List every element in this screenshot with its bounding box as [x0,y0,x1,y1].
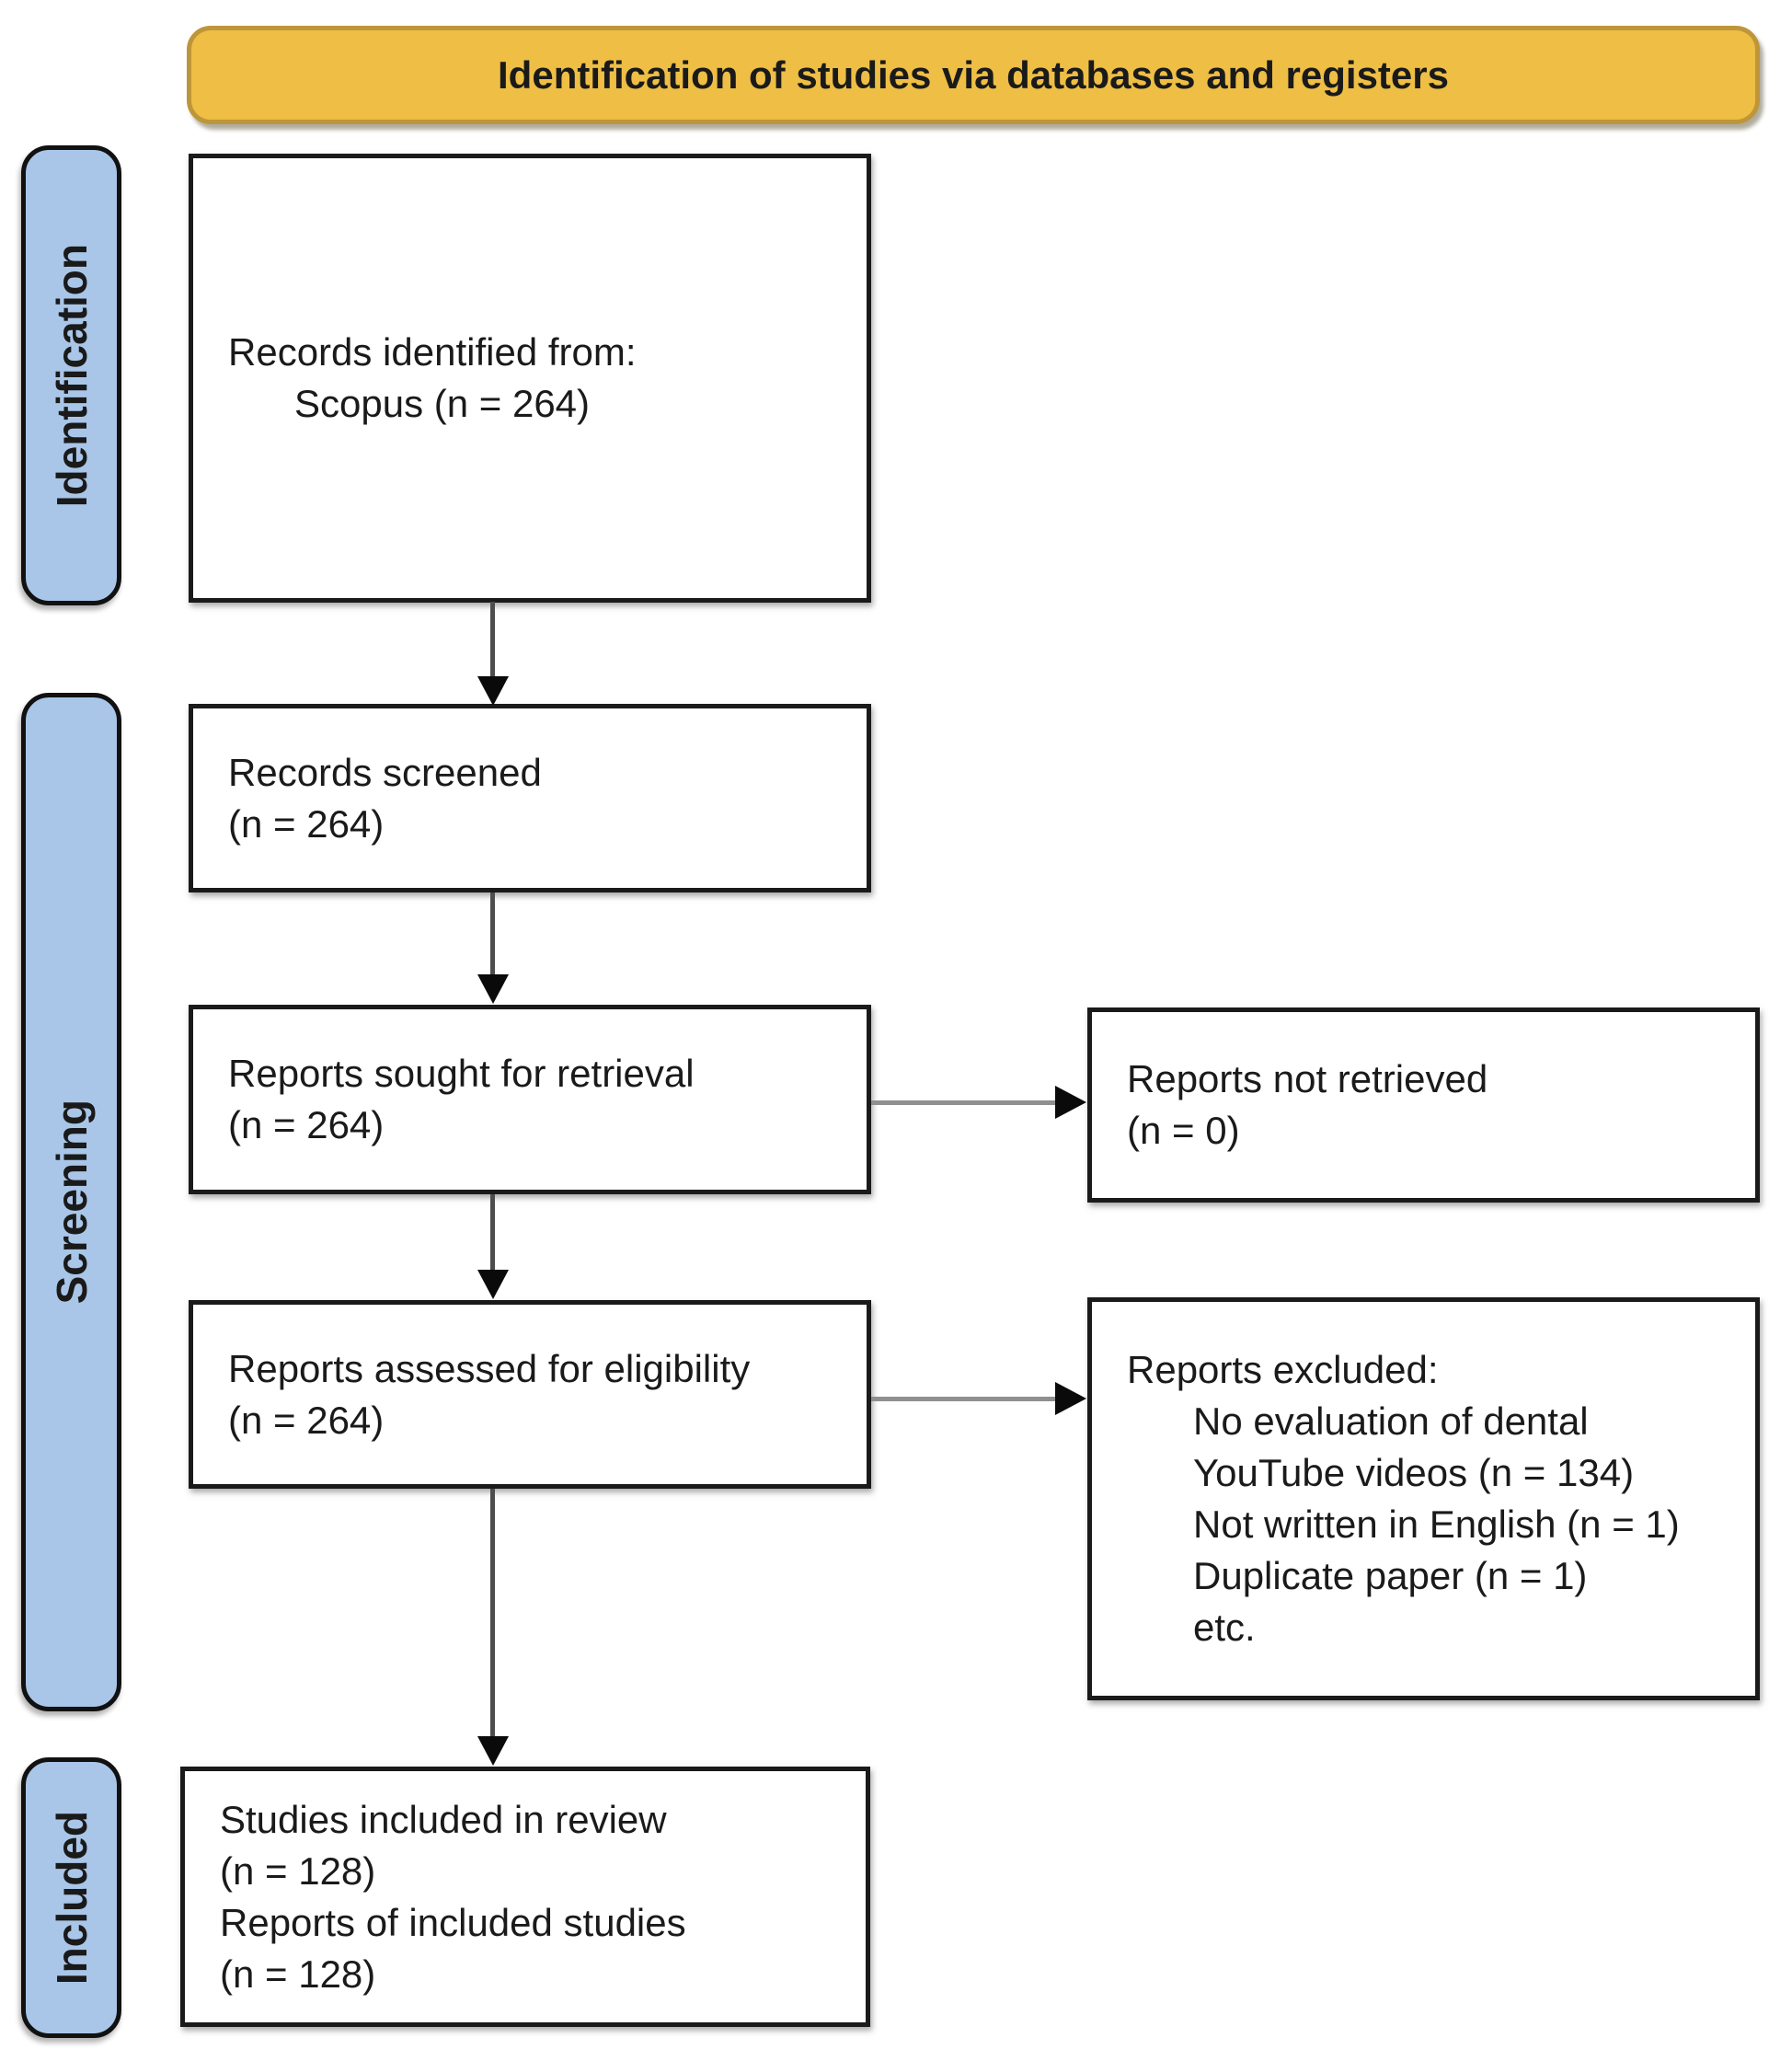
box-studies-included: Studies included in review (n = 128) Rep… [180,1767,870,2027]
box-text-line: YouTube videos (n = 134) [1193,1451,1635,1494]
box-text-line: Reports excluded: [1127,1348,1439,1391]
banner: Identification of studies via databases … [187,26,1760,124]
box-text-line: Not written in English (n = 1) [1193,1503,1680,1546]
box-text-line: (n = 264) [228,1103,385,1146]
box-text-line: Reports sought for retrieval [228,1052,695,1095]
arrow-screened-to-sought-shaft [490,892,495,975]
stage-label-identification: Identification [21,145,121,605]
stage-label-text: Identification [47,243,96,508]
banner-title: Identification of studies via databases … [498,52,1449,97]
box-text-line: etc. [1193,1606,1256,1649]
box-text-line: Records identified from: [228,330,637,374]
box-text-line: Reports assessed for eligibility [228,1346,751,1390]
arrow-sought-to-assessed-head [477,1270,509,1299]
box-reports-not-retrieved: Reports not retrieved (n = 0) [1087,1007,1760,1203]
box-text-line: Reports of included studies [220,1900,686,1944]
box-text-line: (n = 128) [220,1848,376,1893]
box-text-line: Studies included in review [220,1797,667,1841]
arrow-identified-to-screened-head [477,676,509,706]
arrow-assessed-to-included-shaft [490,1489,495,1738]
box-reports-sought: Reports sought for retrieval (n = 264) [189,1005,871,1194]
box-text-line: (n = 128) [220,1952,376,1996]
box-reports-excluded: Reports excluded: No evaluation of denta… [1087,1297,1760,1700]
arrow-assessed-to-excluded-shaft [871,1397,1056,1401]
box-text-line: Duplicate paper (n = 1) [1193,1554,1588,1597]
arrow-assessed-to-included-head [477,1736,509,1766]
stage-label-included: Included [21,1757,121,2038]
arrow-sought-to-assessed-shaft [490,1194,495,1272]
stage-label-text: Screening [47,1100,96,1305]
box-text-line: Scopus (n = 264) [294,382,591,425]
box-text-line: Reports not retrieved [1127,1057,1488,1100]
stage-label-screening: Screening [21,693,121,1711]
arrow-sought-to-not-retrieved-shaft [871,1100,1056,1105]
arrow-screened-to-sought-head [477,974,509,1004]
box-text-line: Records screened [228,750,542,794]
box-text-line: (n = 0) [1127,1109,1240,1152]
box-text-line: (n = 264) [228,1398,385,1442]
arrow-sought-to-not-retrieved-head [1055,1086,1086,1119]
box-reports-assessed: Reports assessed for eligibility (n = 26… [189,1300,871,1489]
box-records-screened: Records screened (n = 264) [189,704,871,892]
box-records-identified: Records identified from: Scopus (n = 264… [189,154,871,603]
box-text-line: No evaluation of dental [1193,1399,1589,1443]
stage-label-text: Included [47,1810,96,1986]
arrow-identified-to-screened-shaft [490,602,495,678]
arrow-assessed-to-excluded-head [1055,1382,1086,1415]
box-text-line: (n = 264) [228,801,385,846]
